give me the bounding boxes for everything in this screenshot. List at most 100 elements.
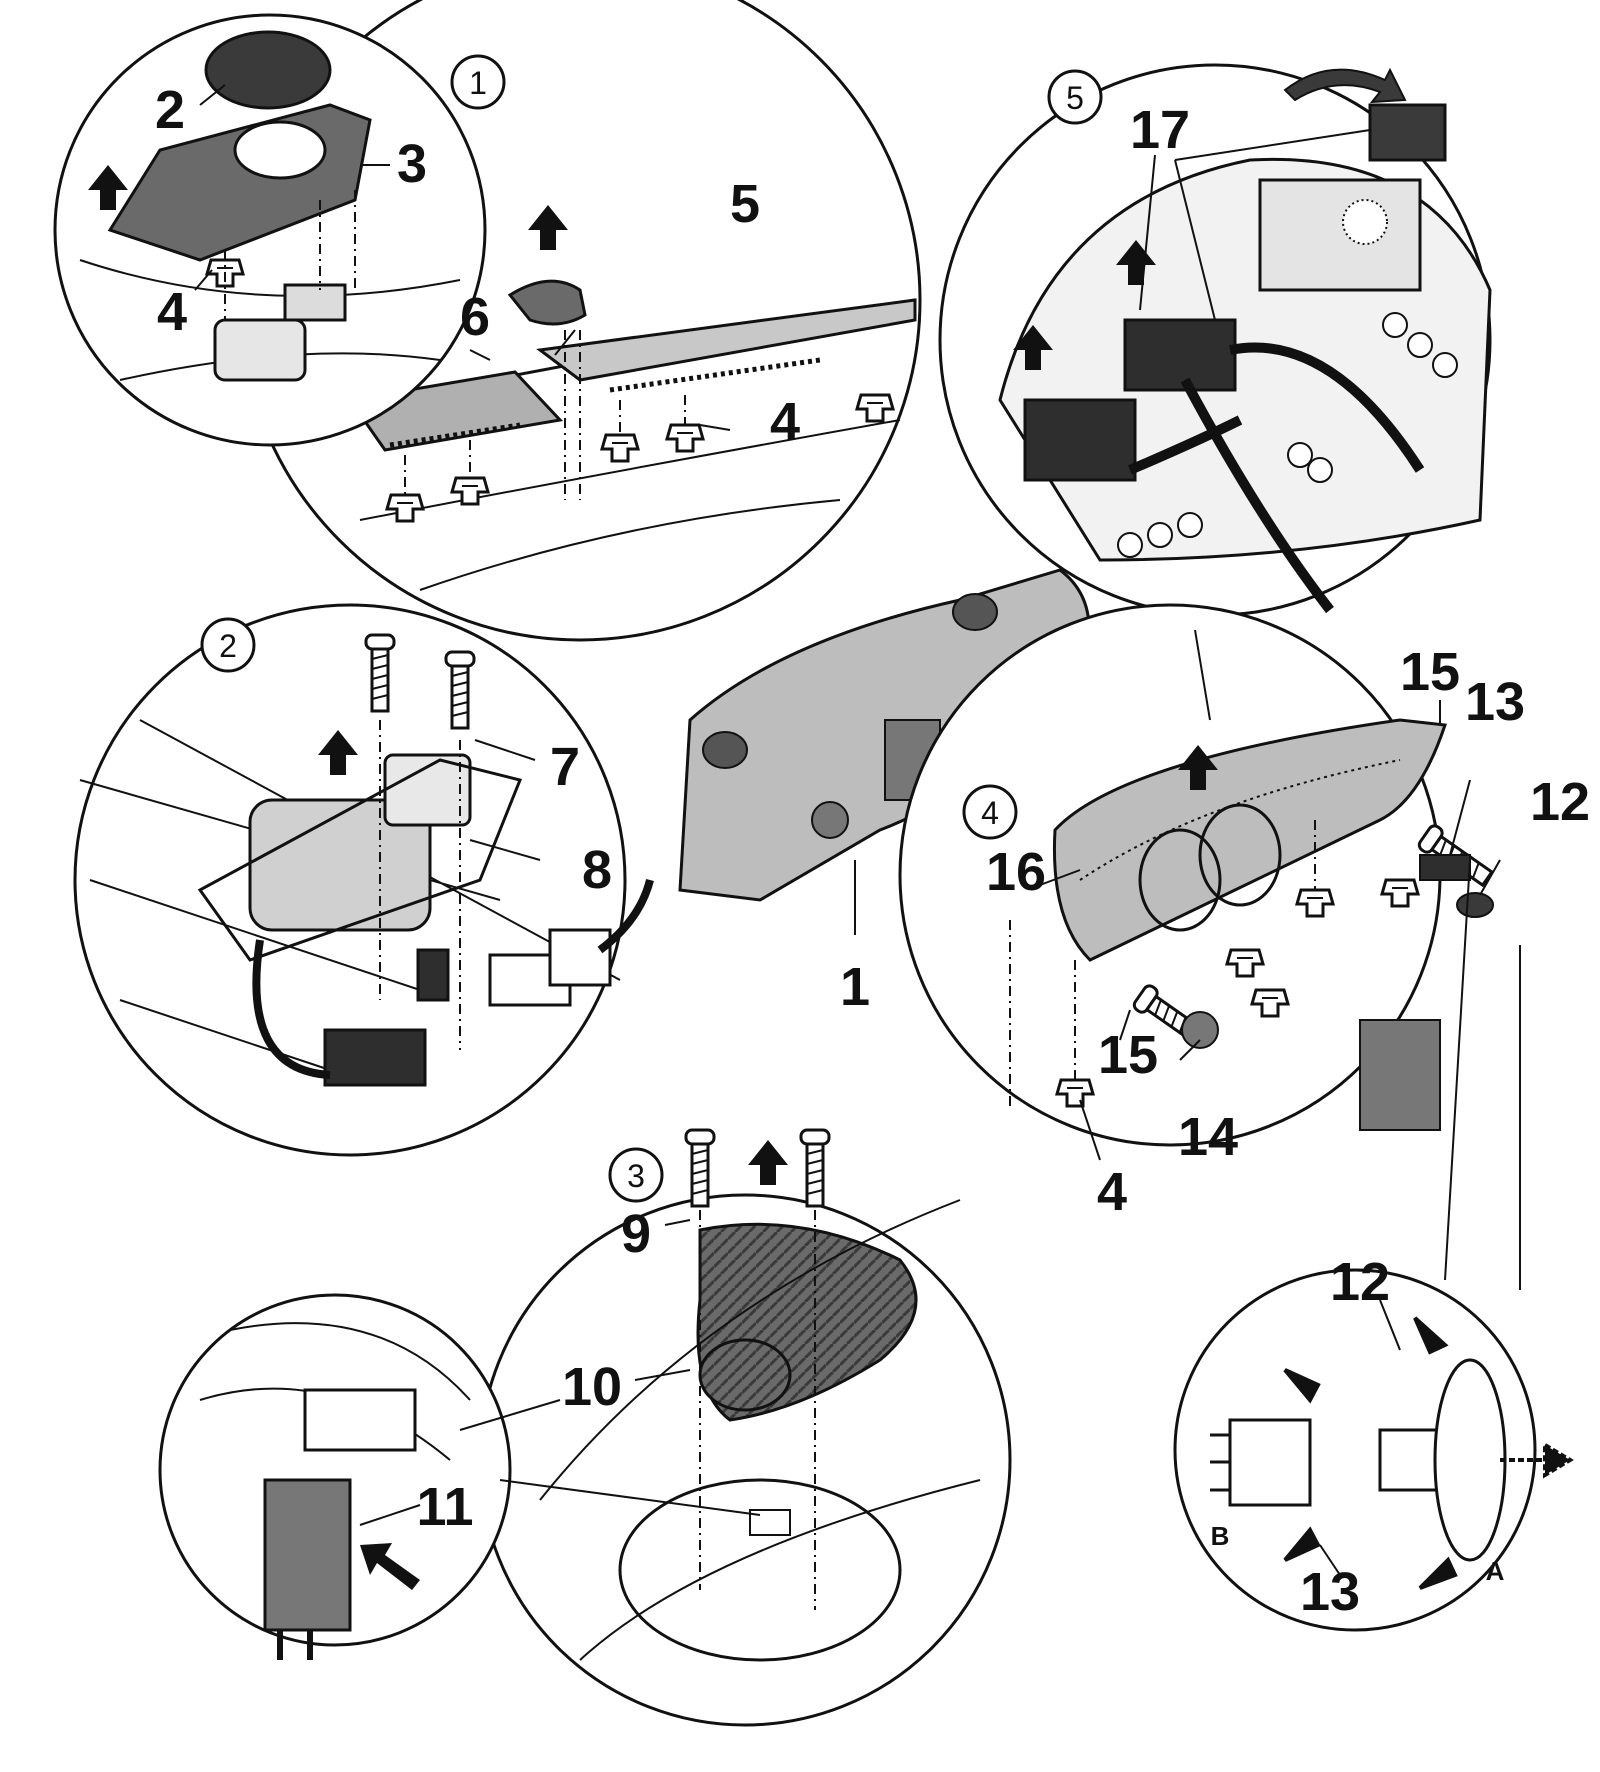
cover-10-lower bbox=[698, 1338, 792, 1412]
detail-5 bbox=[938, 63, 1492, 617]
radio-panel bbox=[1359, 1019, 1441, 1131]
callout-4-detail-4: 4 bbox=[1097, 1162, 1127, 1222]
dash-guide-lines bbox=[404, 330, 686, 500]
instrument-cluster-16 bbox=[1052, 718, 1448, 962]
detail-number-3: 3 bbox=[627, 1158, 645, 1194]
callout-9: 9 bbox=[621, 1204, 651, 1264]
leader-line bbox=[359, 1504, 421, 1526]
leader-lines bbox=[469, 739, 541, 861]
callout-15-top: 15 bbox=[1400, 642, 1460, 702]
plug-small bbox=[416, 948, 450, 1002]
plug-dark bbox=[323, 1028, 427, 1087]
module-box bbox=[1258, 178, 1422, 292]
guide-lines bbox=[699, 1210, 816, 1610]
callout-17: 17 bbox=[1130, 100, 1190, 160]
gauge-1 bbox=[1138, 828, 1222, 932]
link-to-detail-5 bbox=[1194, 629, 1211, 721]
leader-lines bbox=[1139, 129, 1371, 321]
guide-lines bbox=[1009, 820, 1316, 1110]
callout-13-lamp: 13 bbox=[1300, 1562, 1360, 1622]
trim-strip-5-grille bbox=[609, 357, 821, 393]
bracket-b-pins bbox=[1210, 1433, 1230, 1492]
speaker-grille bbox=[1342, 199, 1388, 245]
detail-number-circle-2: 2 bbox=[200, 617, 256, 673]
detail-11-lens bbox=[158, 1293, 512, 1647]
callout-4-detail-1-inset: 4 bbox=[157, 282, 187, 342]
arrow-push-icon bbox=[1500, 1441, 1574, 1479]
wire-harness bbox=[1128, 342, 1425, 614]
arrow-up-icon bbox=[1178, 745, 1218, 790]
connector-top bbox=[1368, 103, 1447, 162]
arrow-up-icon bbox=[318, 730, 358, 775]
arrow-curved-icon bbox=[1283, 67, 1407, 104]
leader-lines bbox=[1319, 1299, 1401, 1576]
leader-lines bbox=[634, 1219, 691, 1381]
connector-mid bbox=[1123, 318, 1237, 392]
socket-14 bbox=[1181, 1011, 1219, 1049]
detail-number-circle-1: 1 bbox=[450, 54, 506, 110]
leader-lines bbox=[194, 84, 731, 431]
arrow-up-icon bbox=[1116, 240, 1156, 285]
leader-lines bbox=[1039, 700, 1501, 1161]
bolt-row bbox=[1117, 312, 1458, 558]
callout-6: 6 bbox=[460, 287, 490, 347]
detail-number-5: 5 bbox=[1066, 80, 1084, 116]
callout-2: 2 bbox=[155, 80, 185, 140]
connector-11-wires bbox=[277, 1630, 313, 1660]
arrow-up-icon bbox=[528, 205, 568, 250]
link-lines bbox=[459, 1399, 761, 1516]
trim-strip-6-grille bbox=[389, 422, 521, 448]
arrow-up-icon bbox=[1013, 325, 1053, 370]
lamp-a-lens bbox=[1433, 1358, 1507, 1562]
speaker-opening bbox=[618, 1478, 902, 1662]
callout-13-top: 13 bbox=[1465, 672, 1525, 732]
detail-2 bbox=[73, 603, 654, 1157]
inset-guide-lines bbox=[224, 190, 356, 320]
label-b: B bbox=[1211, 1521, 1230, 1551]
callout-16: 16 bbox=[986, 842, 1046, 902]
switch-housing bbox=[213, 318, 307, 382]
callout-10: 10 bbox=[562, 1357, 622, 1417]
guide-lines bbox=[379, 720, 461, 1050]
arrow-push-icon bbox=[1283, 1316, 1458, 1590]
detail-1 bbox=[53, 0, 922, 642]
screw-icon bbox=[684, 1128, 716, 1208]
callout-8: 8 bbox=[582, 840, 612, 900]
callout-1: 1 bbox=[840, 957, 870, 1017]
callout-15-bottom: 15 bbox=[1098, 1025, 1158, 1085]
callout-7: 7 bbox=[550, 737, 580, 797]
cover-plate-3-hole bbox=[233, 120, 327, 180]
dash-contour bbox=[539, 1199, 981, 1661]
detail-number-4: 4 bbox=[981, 795, 999, 831]
callout-12-top: 12 bbox=[1530, 772, 1590, 832]
trim-strip-5 bbox=[536, 298, 917, 382]
callout-12-lamp: 12 bbox=[1330, 1252, 1390, 1312]
mount-bracket bbox=[197, 758, 523, 962]
bracket-b bbox=[1228, 1418, 1312, 1507]
detail-lamp-lens bbox=[1173, 1268, 1537, 1632]
arrow-push-icon bbox=[360, 1543, 420, 1590]
screw-icon bbox=[799, 1128, 831, 1208]
steering-hub bbox=[811, 801, 849, 839]
arrow-up-icon bbox=[88, 165, 128, 210]
zoom-lines bbox=[1444, 859, 1521, 1290]
lifted-cover bbox=[507, 279, 587, 326]
plug-right-outer bbox=[548, 928, 612, 987]
callout-3: 3 bbox=[397, 134, 427, 194]
detail-3 bbox=[478, 1128, 1012, 1727]
callout-5: 5 bbox=[730, 174, 760, 234]
detail-number-circle-3: 3 bbox=[608, 1147, 664, 1203]
callout-14: 14 bbox=[1178, 1107, 1238, 1167]
vent-right bbox=[952, 593, 998, 631]
vent-left bbox=[702, 731, 748, 769]
switch-block bbox=[283, 283, 347, 322]
detail-number-1: 1 bbox=[469, 65, 487, 101]
detail-11 bbox=[158, 1293, 761, 1660]
detail-number-2: 2 bbox=[219, 628, 237, 664]
callout-11: 11 bbox=[416, 1477, 473, 1537]
socket-housing bbox=[303, 1388, 417, 1452]
arrow-up-icon bbox=[748, 1140, 788, 1185]
detail-4 bbox=[898, 603, 1501, 1161]
detail-lamp bbox=[1173, 859, 1574, 1632]
